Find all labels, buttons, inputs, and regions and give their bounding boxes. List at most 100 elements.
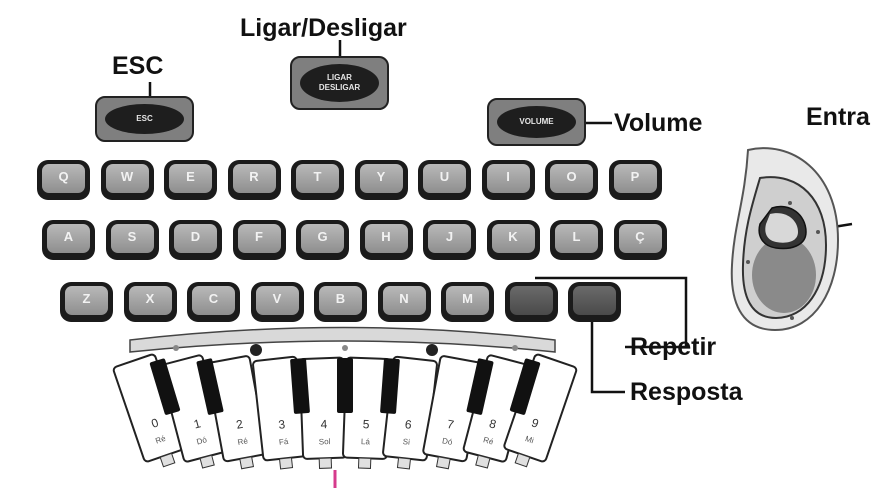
volume-button[interactable]: VOLUME xyxy=(487,98,586,146)
key-n[interactable]: N xyxy=(377,282,431,322)
key-label: L xyxy=(572,229,581,244)
key-j[interactable]: J xyxy=(423,220,476,260)
key-f[interactable]: F xyxy=(232,220,286,260)
key-c[interactable]: C xyxy=(187,282,240,322)
piano-key-number: 9 xyxy=(530,415,541,431)
piano-key-number: 6 xyxy=(404,417,412,432)
key-d[interactable]: D xyxy=(169,220,222,260)
key-label: R xyxy=(249,169,259,184)
speaker-left xyxy=(250,344,262,356)
key-label: N xyxy=(399,291,409,306)
key-x[interactable]: X xyxy=(123,282,177,322)
key-answer[interactable] xyxy=(568,282,621,322)
key-label: O xyxy=(566,169,577,184)
piano-black-key[interactable] xyxy=(509,358,541,415)
piano-key-0[interactable]: 0Ré xyxy=(112,353,190,472)
key-h[interactable]: H xyxy=(359,220,413,260)
piano-black-key[interactable] xyxy=(149,358,181,415)
power-button[interactable]: LIGAR DESLIGAR xyxy=(290,56,389,110)
key-label: A xyxy=(63,229,74,244)
power-callout: Ligar/Desligar xyxy=(240,14,407,42)
key-v[interactable]: V xyxy=(250,282,304,322)
piano-black-key[interactable] xyxy=(380,358,400,414)
piano-black-key[interactable] xyxy=(466,358,494,415)
esc-callout: ESC xyxy=(112,52,164,80)
key-label: F xyxy=(255,229,263,244)
piano-key-number: 3 xyxy=(278,417,286,432)
volume-button-label: VOLUME xyxy=(519,117,554,126)
key-k[interactable]: K xyxy=(486,220,540,260)
repeat-callout: Repetir xyxy=(630,333,717,361)
key-p[interactable]: P xyxy=(608,160,662,200)
piano-key-foot xyxy=(239,456,255,470)
answer-callout: Resposta xyxy=(630,378,743,406)
piano-key-9[interactable]: 9Mi xyxy=(500,353,578,472)
navigation-pad[interactable] xyxy=(730,147,840,332)
key-label: X xyxy=(145,291,155,306)
key-g[interactable]: G xyxy=(296,220,349,260)
key-y[interactable]: Y xyxy=(354,160,408,200)
esc-button[interactable]: ESC xyxy=(95,96,194,142)
key-q[interactable]: Q xyxy=(37,160,90,200)
piano-key-foot xyxy=(475,454,491,469)
piano-key-foot xyxy=(318,457,333,469)
key-label: E xyxy=(186,169,195,184)
key-label: H xyxy=(381,229,391,244)
repeat-leader-line xyxy=(535,276,688,349)
key-label: D xyxy=(190,229,201,244)
key-b[interactable]: B xyxy=(314,282,367,322)
piano-key-number: 8 xyxy=(488,416,498,431)
key-label: P xyxy=(630,169,640,184)
piano-black-key[interactable] xyxy=(196,358,224,415)
key-label: G xyxy=(317,229,328,244)
piano-black-key[interactable] xyxy=(337,358,353,413)
key-label: U xyxy=(439,169,450,184)
key-a[interactable]: A xyxy=(42,220,95,260)
esc-button-label: ESC xyxy=(136,114,153,123)
piano-key-note: Ré xyxy=(154,434,167,446)
piano-key-note: Lá xyxy=(361,437,371,446)
key-t[interactable]: T xyxy=(291,160,344,200)
piano-key-number: 0 xyxy=(149,415,160,431)
key-l[interactable]: L xyxy=(550,220,603,260)
power-button-label-2: DESLIGAR xyxy=(318,83,361,92)
piano-key-foot xyxy=(514,452,531,468)
piano-key-note: Ré xyxy=(482,435,495,446)
piano-key-note: Ré xyxy=(237,436,249,447)
piano-key-note: Mi xyxy=(524,434,535,445)
key-label: Ç xyxy=(635,229,645,244)
piano-key-1[interactable]: 1Dó xyxy=(159,354,229,473)
piano-base xyxy=(129,326,556,353)
key-w[interactable]: W xyxy=(100,160,154,200)
piano-key-foot xyxy=(278,457,294,470)
key-label: M xyxy=(462,291,473,306)
key-repeat[interactable] xyxy=(504,282,558,322)
key-label: W xyxy=(120,169,134,184)
key-e[interactable]: E xyxy=(164,160,217,200)
key-label: B xyxy=(335,291,346,306)
piano-key-foot xyxy=(396,457,412,470)
piano-key-5[interactable]: 5Lá xyxy=(341,356,392,469)
piano-key-number: 4 xyxy=(320,417,328,431)
key-z[interactable]: Z xyxy=(60,282,113,322)
piano-key-note: Dó xyxy=(441,436,453,447)
piano-key-foot xyxy=(159,452,176,468)
key-m[interactable]: M xyxy=(441,282,494,322)
piano-key-note: Fá xyxy=(279,437,290,447)
key-ç[interactable]: Ç xyxy=(613,220,667,260)
key-label: K xyxy=(508,229,518,244)
key-i[interactable]: I xyxy=(481,160,535,200)
piano-key-number: 2 xyxy=(235,417,244,432)
piano-black-key[interactable] xyxy=(290,358,310,414)
piano-key-note: Dó xyxy=(196,435,209,446)
enter-callout: Entra xyxy=(806,103,870,131)
piano-key-number: 1 xyxy=(192,416,202,431)
key-label: C xyxy=(208,291,219,306)
key-r[interactable]: R xyxy=(227,160,281,200)
key-s[interactable]: S xyxy=(105,220,159,260)
key-u[interactable]: U xyxy=(418,160,471,200)
key-o[interactable]: O xyxy=(545,160,598,200)
piano-key-number: 5 xyxy=(362,417,370,431)
